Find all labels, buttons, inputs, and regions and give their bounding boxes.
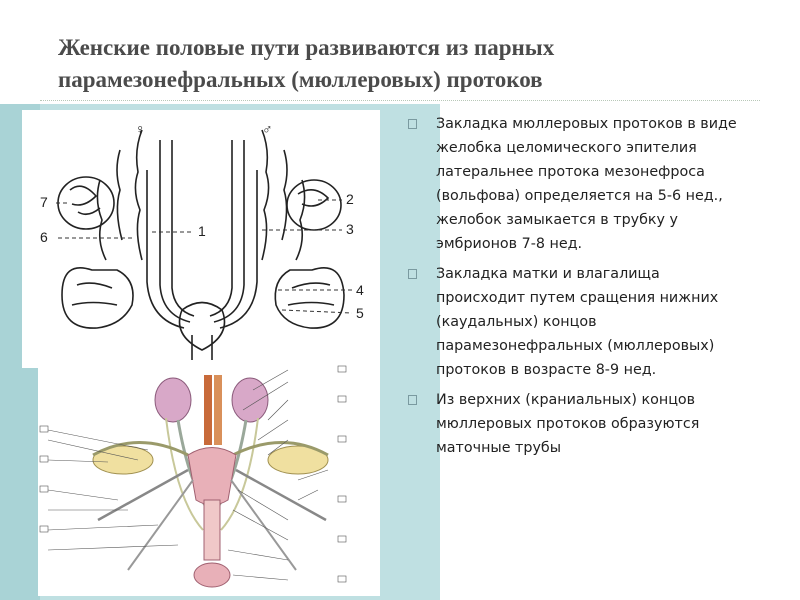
label-7: 7 (40, 194, 48, 210)
vagina (203, 499, 221, 561)
male-symbol: ♂ (262, 121, 273, 137)
anatomy-illustration (38, 360, 380, 596)
bullet-square-icon (408, 269, 417, 279)
anatomy-svg (39, 365, 347, 588)
title-divider (40, 100, 760, 101)
left-kidney (154, 377, 192, 423)
left-kidney-outline (61, 267, 134, 329)
bullet-square-icon (408, 119, 417, 129)
label-3: 3 (346, 221, 354, 237)
duct-schematic-svg: ♀ ♂ 1 2 3 4 5 6 7 (40, 121, 364, 366)
urogenital-sinus-outline (178, 301, 226, 351)
right-ovary (267, 445, 329, 475)
left-upper-tubule (134, 129, 143, 261)
uterus (187, 447, 237, 506)
right-kidney-outline (274, 267, 345, 329)
bullet-item: Из верхних (краниальных) концов мюллеров… (408, 388, 753, 460)
bullet-item: Закладка матки и влагалища происходит пу… (408, 262, 753, 382)
label-6: 6 (40, 229, 48, 245)
bullet-square-icon (408, 395, 417, 405)
label-5: 5 (356, 305, 364, 321)
bullet-text: Закладка мюллеровых протоков в виде жело… (436, 116, 737, 252)
label-4: 4 (356, 282, 364, 298)
duct-schematic-figure: ♀ ♂ 1 2 3 4 5 6 7 (22, 110, 380, 368)
bullet-text: Закладка матки и влагалища происходит пу… (436, 266, 719, 378)
aorta (204, 375, 212, 445)
bullet-text: Из верхних (краниальных) концов мюллеров… (436, 392, 700, 456)
bullet-item: Закладка мюллеровых протоков в виде жело… (408, 112, 753, 256)
bullet-list: Закладка мюллеровых протоков в виде жело… (408, 112, 753, 466)
female-symbol: ♀ (135, 121, 146, 137)
label-1: 1 (198, 223, 206, 239)
label-2: 2 (346, 191, 354, 207)
vena-cava (214, 375, 222, 445)
external-genitalia (193, 562, 231, 588)
right-kidney (231, 377, 269, 423)
left-ovary (92, 445, 154, 475)
slide-title: Женские половые пути развиваются из парн… (58, 35, 555, 92)
